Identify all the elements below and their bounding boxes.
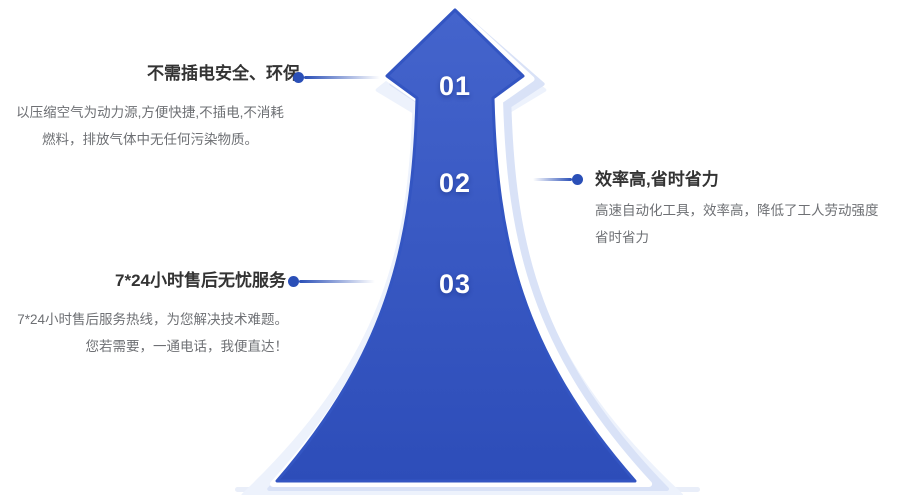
connector-line: [533, 178, 572, 181]
step-2-desc-line-1: 高速自动化工具，效率高，降低了工人劳动强度: [595, 203, 879, 218]
step-3-connector: [288, 276, 375, 287]
step-number-3: 03: [438, 269, 472, 299]
step-block-3: 7*24小时售后无忧服务 7*24小时售后服务热线，为您解决技术难题。 您若需要…: [0, 270, 300, 360]
step-2-connector: [533, 174, 583, 185]
step-1-desc-line-1: 以压缩空气为动力源,方便快捷,不插电,不消耗: [16, 105, 284, 120]
step-1-connector: [293, 72, 380, 83]
connector-line: [304, 76, 380, 79]
step-2-desc-line-2: 省时省力: [595, 230, 649, 245]
step-1-desc-line-2: 燃料，排放气体中无任何污染物质。: [42, 132, 258, 147]
step-3-desc-line-1: 7*24小时售后服务热线，为您解决技术难题。: [17, 312, 288, 327]
step-1-description: 以压缩空气为动力源,方便快捷,不插电,不消耗 燃料，排放气体中无任何污染物质。: [0, 99, 300, 153]
connector-line: [299, 280, 375, 283]
step-block-2: 效率高,省时省力 高速自动化工具，效率高，降低了工人劳动强度 省时省力: [595, 169, 898, 251]
step-number-2: 02: [438, 168, 472, 198]
step-2-title: 效率高,省时省力: [595, 170, 719, 189]
step-3-description: 7*24小时售后服务热线，为您解决技术难题。 您若需要，一通电话，我便直达！: [0, 306, 288, 360]
arrow-main-shape: [275, 8, 637, 483]
step-3-title: 7*24小时售后无忧服务: [115, 271, 286, 290]
connector-dot-icon: [572, 174, 583, 185]
connector-dot-icon: [288, 276, 299, 287]
step-1-title: 不需插电安全、环保: [147, 64, 300, 83]
step-block-1: 不需插电安全、环保 以压缩空气为动力源,方便快捷,不插电,不消耗 燃料，排放气体…: [0, 63, 300, 153]
connector-dot-icon: [293, 72, 304, 83]
step-number-1: 01: [438, 71, 472, 101]
step-3-desc-line-2: 您若需要，一通电话，我便直达！: [85, 339, 289, 354]
step-2-description: 高速自动化工具，效率高，降低了工人劳动强度 省时省力: [595, 197, 898, 251]
